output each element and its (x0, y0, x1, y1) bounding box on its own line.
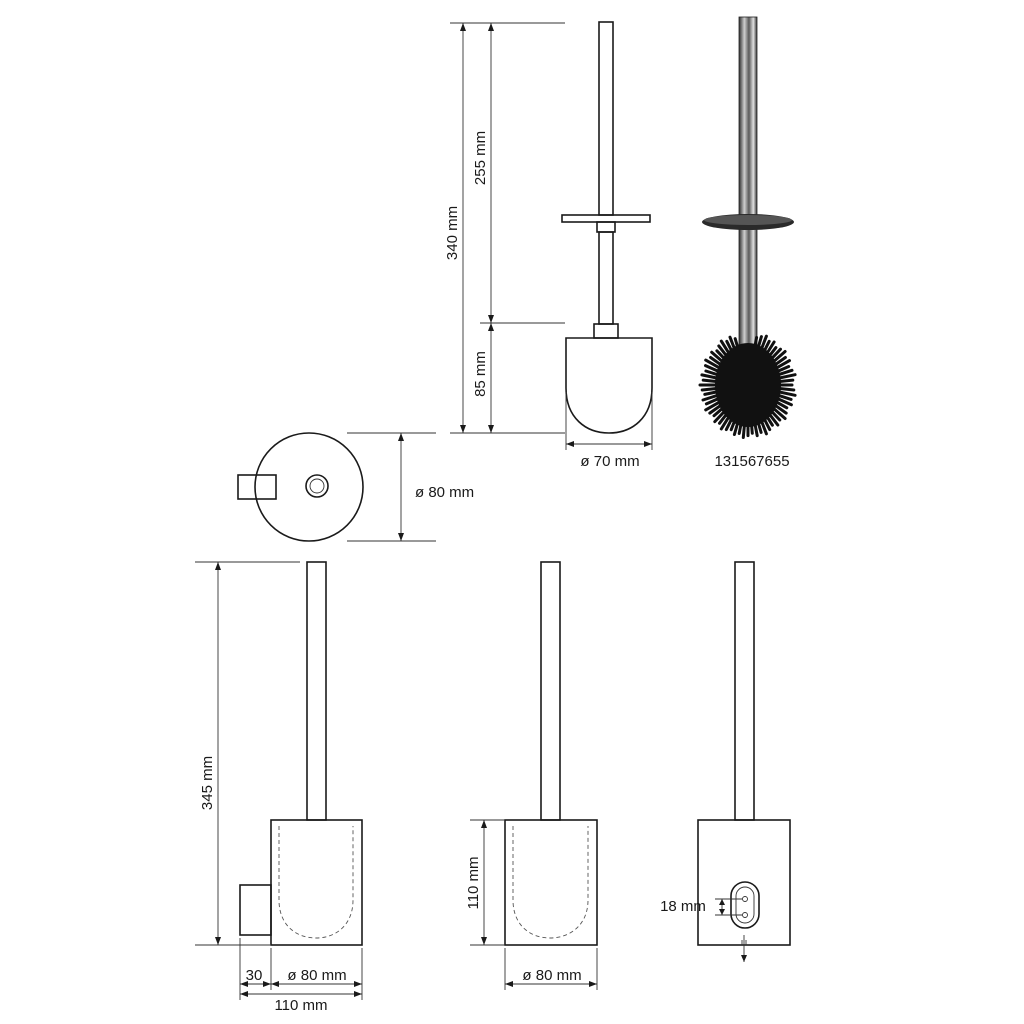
mounting-hole-dimension (715, 898, 742, 916)
holder-diameter-top-label: ø 80 mm (415, 484, 474, 501)
mounting-hole-spacing-label: 18 mm (660, 898, 706, 915)
brush-line-drawing (561, 21, 653, 434)
side-view-dimensions (195, 561, 363, 1000)
holder-side-view (239, 561, 363, 946)
brush-total-height-label: 340 mm (444, 206, 461, 260)
holder-height-label: 110 mm (465, 856, 482, 909)
front-view-dimensions (470, 819, 598, 990)
holder-top-view (237, 432, 364, 542)
top-view-dimension (347, 432, 436, 542)
holder-front-view (504, 561, 598, 946)
overall-height-label: 345 mm (199, 756, 216, 810)
holder-back-view (697, 561, 791, 962)
replacement-brush-image (698, 16, 797, 439)
replacement-part-number: 131567655 (714, 453, 789, 470)
holder-diameter-front-label: ø 80 mm (522, 967, 581, 984)
holder-diameter-side-label: ø 80 mm (287, 967, 346, 984)
brush-dimension-lines (450, 22, 565, 434)
wall-distance-label: 30 (246, 967, 263, 984)
brush-handle-length-label: 255 mm (472, 131, 489, 185)
brush-head-height-label: 85 mm (472, 351, 489, 397)
total-depth-label: 110 mm (274, 997, 327, 1014)
brush-head-dimension (565, 392, 653, 450)
brush-head-diameter-label: ø 70 mm (580, 453, 639, 470)
